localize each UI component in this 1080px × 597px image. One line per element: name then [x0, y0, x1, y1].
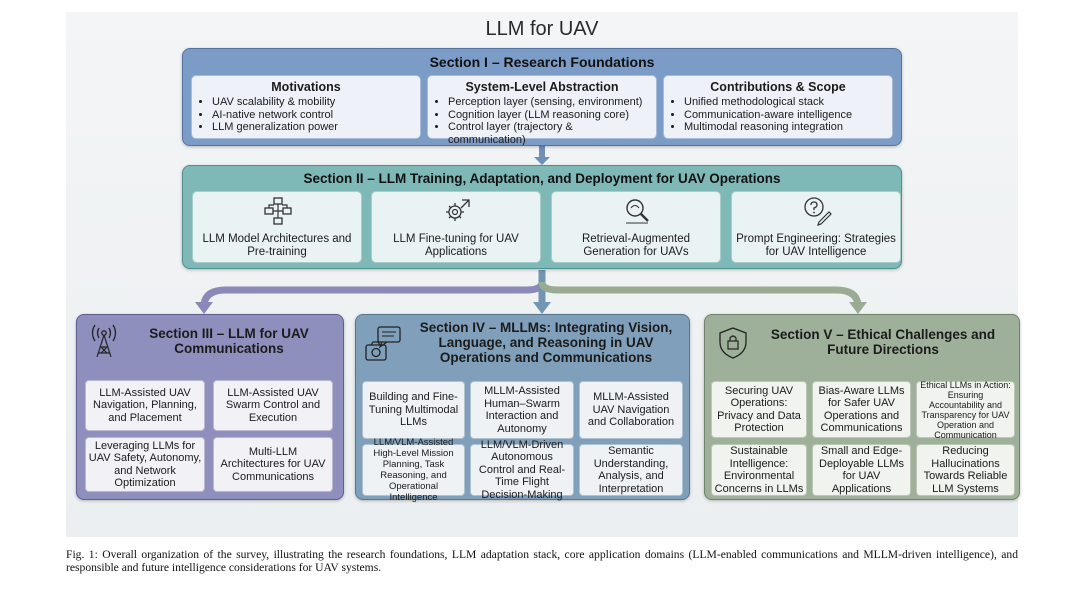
card-fine-tuning: LLM Fine-tuning for UAV Applications	[371, 191, 541, 263]
arrow-s2-s5-head	[849, 302, 867, 314]
card-bias-aware: Bias-Aware LLMs for Safer UAV Operations…	[812, 381, 911, 438]
section-2-llm-training: Section II – LLM Training, Adaptation, a…	[182, 165, 902, 269]
card-sustainable-intelligence: Sustainable Intelligence: Environmental …	[711, 444, 807, 496]
card-human-swarm: MLLM-Assisted Human–Swarm Interaction an…	[470, 381, 574, 439]
camera-chat-icon	[365, 326, 401, 361]
list-item: UAV scalability & mobility	[212, 96, 414, 109]
card-autonomous-control: LLM/VLM-Driven Autonomous Control and Re…	[470, 439, 574, 501]
section-3-llm-communications: Section III – LLM for UAV Communications…	[76, 314, 344, 500]
question-pencil-icon	[804, 197, 832, 226]
shield-lock-icon	[719, 327, 747, 359]
section-4-mllms: Section IV – MLLMs: Integrating Vision, …	[355, 314, 690, 503]
card-label: Prompt Engineering: Strategies for UAV I…	[736, 233, 896, 258]
section-1-research-foundations: Section I – Research Foundations Motivat…	[182, 48, 902, 146]
card-ethical-llms: Ethical LLMs in Action: Ensuring Account…	[916, 380, 1015, 440]
card-multi-llm: Multi-LLM Architectures for UAV Communic…	[213, 437, 333, 492]
section-4-title: Section IV – MLLMs: Integrating Vision, …	[419, 320, 673, 365]
card-label: LLM Model Architectures and Pre-training	[202, 233, 352, 258]
architecture-icon	[264, 197, 292, 225]
arrow-s2-s5	[538, 281, 862, 305]
section-1-title: Section I – Research Foundations	[429, 54, 655, 70]
card-edge-deployable: Small and Edge-Deployable LLMs for UAV A…	[812, 444, 911, 496]
card-prompt-engineering: Prompt Engineering: Strategies for UAV I…	[731, 191, 901, 263]
card-motivations: Motivations UAV scalability & mobility A…	[191, 75, 421, 139]
list-item: Multimodal reasoning integration	[684, 121, 886, 134]
section-3-title: Section III – LLM for UAV Communications	[149, 326, 309, 356]
list-item: Control layer (trajectory & communicatio…	[448, 121, 650, 146]
section-2-title: Section II – LLM Training, Adaptation, a…	[303, 171, 781, 186]
diagram-canvas: LLM for UAV Section I – Research Foundat…	[66, 12, 1020, 537]
card-system-level-abstraction: System-Level Abstraction Perception laye…	[427, 75, 657, 146]
card-reducing-hallucinations: Reducing Hallucinations Towards Reliable…	[916, 444, 1015, 496]
antenna-icon	[91, 324, 117, 358]
list-item: Communication-aware intelligence	[684, 109, 886, 122]
list-item: LLM generalization power	[212, 121, 414, 134]
card-title: Motivations	[271, 80, 341, 94]
card-semantic-understanding: Semantic Understanding, Analysis, and In…	[579, 444, 683, 496]
card-securing-uav: Securing UAV Operations: Privacy and Dat…	[711, 381, 807, 438]
section-5-title: Section V – Ethical Challenges and Futur…	[770, 327, 996, 357]
arrow-s2-s3-head	[195, 302, 213, 314]
card-label: Retrieval-Augmented Generation for UAVs	[581, 233, 691, 258]
card-title: System-Level Abstraction	[465, 80, 619, 94]
card-contributions-scope: Contributions & Scope Unified methodolog…	[663, 75, 893, 139]
list-item: Cognition layer (LLM reasoning core)	[448, 109, 650, 122]
card-rag: Retrieval-Augmented Generation for UAVs	[551, 191, 721, 263]
card-mission-planning: LLM/VLM-Assisted High-Level Mission Plan…	[362, 437, 465, 503]
connector-arrows	[195, 146, 867, 314]
search-icon	[626, 199, 649, 224]
gear-sparkle-icon	[446, 199, 470, 221]
diagram-title: LLM for UAV	[485, 18, 599, 40]
arrow-s1-s2-head	[534, 157, 550, 165]
arrow-s2-s4-head	[533, 302, 551, 314]
section-5-ethical-challenges: Section V – Ethical Challenges and Futur…	[704, 314, 1020, 500]
card-building-mllms: Building and Fine-Tuning Multimodal LLMs	[362, 381, 465, 439]
card-safety-autonomy: Leveraging LLMs for UAV Safety, Autonomy…	[85, 437, 205, 492]
card-title: Contributions & Scope	[710, 80, 846, 94]
list-item: AI-native network control	[212, 109, 414, 122]
card-model-architectures: LLM Model Architectures and Pre-training	[192, 191, 362, 263]
card-navigation-planning: LLM-Assisted UAV Navigation, Planning, a…	[85, 380, 205, 431]
card-label: LLM Fine-tuning for UAV Applications	[393, 233, 519, 258]
list-item: Unified methodological stack	[684, 96, 886, 109]
figure-caption: Fig. 1: Overall organization of the surv…	[66, 548, 1018, 574]
list-item: Perception layer (sensing, environment)	[448, 96, 650, 109]
arrow-s2-s3	[200, 270, 546, 305]
card-swarm-control: LLM-Assisted UAV Swarm Control and Execu…	[213, 380, 333, 431]
card-mllm-navigation: MLLM-Assisted UAV Navigation and Collabo…	[579, 381, 683, 439]
